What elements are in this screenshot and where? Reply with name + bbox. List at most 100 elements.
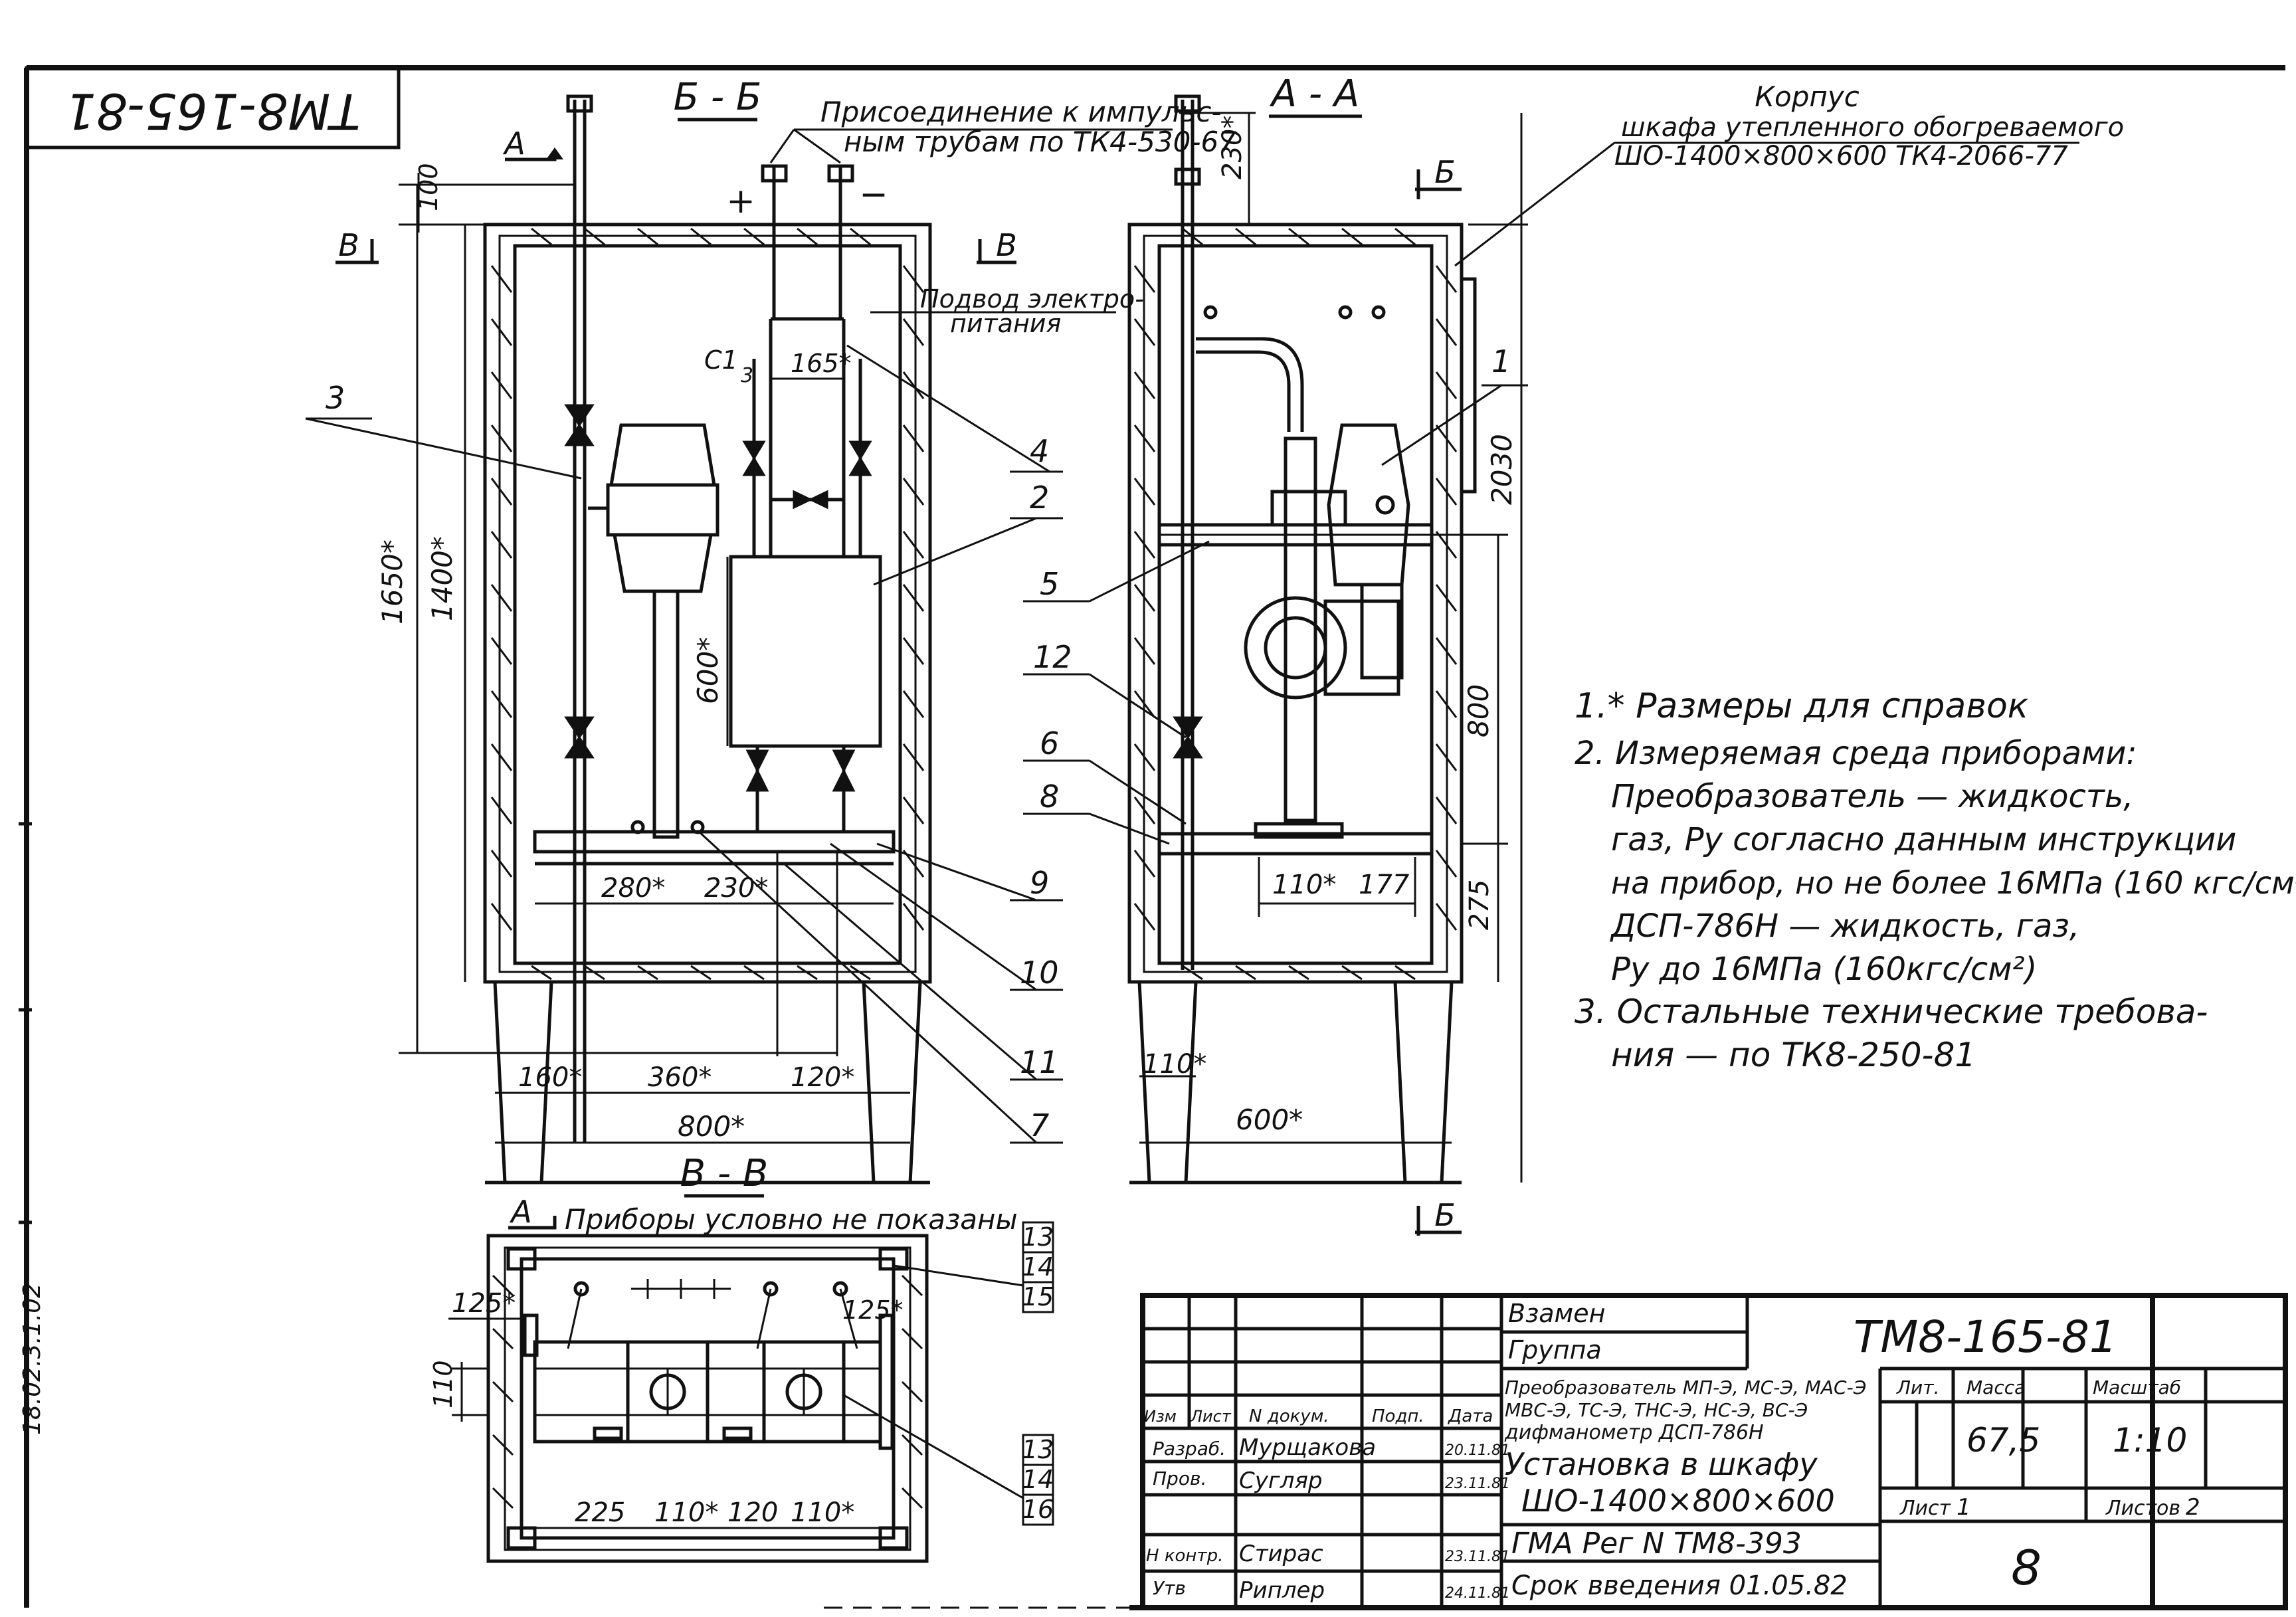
view-aa: А - А xyxy=(1023,72,2124,1236)
tb-title-2: ШО-1400×800×600 xyxy=(1521,1483,1835,1519)
cabinet-legs-aa xyxy=(1129,981,1462,1185)
dim-177: 177 xyxy=(1359,870,1410,900)
dim-225: 225 xyxy=(575,1497,625,1528)
notes: 1.* Размеры для справок 2. Измеряемая ср… xyxy=(1575,686,2296,1074)
pos-2: 2 xyxy=(1030,480,1049,516)
dim-800-horizontal: 800* xyxy=(678,1110,745,1143)
tb-header-doc: N докум. xyxy=(1249,1406,1329,1426)
section-mark-a-top: А xyxy=(502,126,525,161)
position-leaders-vv: 13 14 15 13 14 16 xyxy=(843,1221,1054,1526)
section-mark-v-right: В xyxy=(996,227,1017,263)
cabinet-inner-aa xyxy=(1157,244,1434,965)
section-title-bb: Б - Б xyxy=(674,76,762,119)
dim-275: 275 xyxy=(1464,880,1495,930)
tb-listov-label: Листов xyxy=(2105,1497,2180,1520)
dim-110-plan-a: 110* xyxy=(654,1497,718,1528)
pos-5: 5 xyxy=(1040,566,1059,602)
pos-7: 7 xyxy=(1030,1107,1049,1143)
housing-callout-line1: Корпус xyxy=(1755,80,1860,113)
note-line-9: ния — по ТК8-250-81 xyxy=(1611,1036,1976,1074)
power-callout-line1: Подвод электро- xyxy=(920,284,1144,314)
housing-callout-line3: ШО-1400×800×600 ТК4-2066-77 xyxy=(1614,141,2068,171)
tb-vzamen: Взамен xyxy=(1508,1299,1605,1328)
tb-description-3: дифманометр ДСП-786Н xyxy=(1504,1421,1764,1444)
tb-masshtab-value: 1:10 xyxy=(2113,1421,2187,1460)
dim-120: 120* xyxy=(791,1062,854,1093)
tb-role-nkontr: Н контр. xyxy=(1146,1546,1223,1566)
tb-list-value: 1 xyxy=(1957,1494,1971,1521)
section-title-vv: В - В xyxy=(680,1152,769,1195)
dim-1400: 1400* xyxy=(426,536,458,621)
tb-name-nkontr: Стирас xyxy=(1239,1541,1323,1567)
tb-date-prov: 23.11.81 xyxy=(1445,1475,1510,1492)
view-vv: В - В А Приборы условно не показаны xyxy=(429,1152,1054,1563)
pos-10: 10 xyxy=(1020,955,1059,991)
note-line-6: ДСП-786Н — жидкость, газ, xyxy=(1610,907,2079,945)
pos-11: 11 xyxy=(1020,1044,1059,1080)
pos-9: 9 xyxy=(1030,865,1049,901)
left-pipe-bb xyxy=(564,94,595,1143)
tb-header-data: Дата xyxy=(1448,1406,1493,1426)
tb-date-utv: 24.11.81 xyxy=(1445,1585,1510,1602)
valve-icon xyxy=(564,716,595,759)
mounting-frame-bb xyxy=(533,820,896,1056)
tb-header-podp: Подп. xyxy=(1372,1406,1424,1426)
dim-125-right: 125* xyxy=(842,1295,904,1325)
pos-1: 1 xyxy=(1491,343,1511,379)
note-line-7: Ру до 16МПа (160кгс/см²) xyxy=(1611,951,2037,988)
converter-pos1 xyxy=(1244,423,1410,822)
tb-role-razrab: Разраб. xyxy=(1153,1438,1226,1460)
position-leaders-aa: 1 5 12 6 8 xyxy=(1023,343,1528,845)
cabinet-outer-aa xyxy=(1127,223,1464,984)
title-block: Изм Лист N докум. Подп. Дата Разраб. Мур… xyxy=(1140,1293,2288,1610)
pos-16: 16 xyxy=(1022,1495,1054,1524)
valve-icon xyxy=(848,440,872,476)
valve-icon xyxy=(832,749,856,792)
insulation-hatch-vv xyxy=(492,1274,923,1509)
section-mark-a-bottom: А xyxy=(509,1194,531,1230)
pos-13-b: 13 xyxy=(1022,1435,1054,1464)
pos-13-a: 13 xyxy=(1022,1222,1054,1252)
dim-600-vertical: 600* xyxy=(692,637,724,704)
dim-360: 360* xyxy=(648,1062,712,1093)
tb-gruppa: Группа xyxy=(1508,1335,1602,1365)
valve-icon xyxy=(745,749,769,792)
dim-165: 165* xyxy=(791,349,852,378)
converter-pos3 xyxy=(588,423,719,839)
tb-sheet-number: 8 xyxy=(2011,1540,2042,1596)
pos-14-b: 14 xyxy=(1022,1465,1054,1494)
valve-icon xyxy=(564,404,595,446)
cabinet-plan-outer xyxy=(486,1234,929,1563)
valve-icon xyxy=(1173,716,1203,759)
tb-massa-value: 67,5 xyxy=(1966,1421,2040,1460)
dim-125-left: 125* xyxy=(452,1288,516,1319)
note-line-2: 2. Измеряемая среда приборами: xyxy=(1575,735,2137,772)
dim-800-vertical: 800 xyxy=(1462,684,1495,737)
note-line-1: 1.* Размеры для справок xyxy=(1575,686,2029,726)
insulation-hatch-bb xyxy=(490,227,925,981)
tb-name-prov: Сугляр xyxy=(1239,1468,1323,1494)
tb-date-nkontr: 23.11.81 xyxy=(1445,1549,1510,1565)
dim-230-top: 230* xyxy=(1217,116,1248,179)
minus-mark: − xyxy=(859,175,888,215)
note-line-8: 3. Остальные технические требова- xyxy=(1575,993,2208,1031)
note-line-4: газ, Ру согласно данным инструкции xyxy=(1611,821,2236,858)
pos-3-small: 3 xyxy=(741,364,753,387)
pos-c1: С1 xyxy=(704,345,738,375)
rotated-code-box: ТМ8-165-81 xyxy=(25,66,401,149)
impulse-callout-line2: ным трубам по ТК4-530-67 xyxy=(844,126,1236,158)
tb-code: ТМ8-165-81 xyxy=(1854,1311,2117,1363)
impulse-callout-line1: Присоединение к импульс- xyxy=(820,96,1222,128)
pos-15: 15 xyxy=(1022,1282,1054,1311)
tb-description-2: МВС-Э, ТС-Э, ТНС-Э, НС-Э, ВС-Э xyxy=(1505,1399,1808,1421)
cabinet-outer-bb xyxy=(483,223,932,984)
dim-110-plan: 110 xyxy=(429,1360,458,1408)
cabinet-legs-bb xyxy=(485,981,930,1185)
vv-note: Приборы условно не показаны xyxy=(565,1203,1018,1236)
tb-name-utv: Риплер xyxy=(1239,1577,1325,1604)
tb-header-massa: Масса xyxy=(1966,1377,2026,1398)
tb-description-1: Преобразователь МП-Э, МС-Э, МАС-Э xyxy=(1505,1377,1866,1398)
tb-header-masshtab: Масштаб xyxy=(2093,1377,2181,1398)
tb-date-razrab: 20.11.81 xyxy=(1445,1442,1510,1459)
